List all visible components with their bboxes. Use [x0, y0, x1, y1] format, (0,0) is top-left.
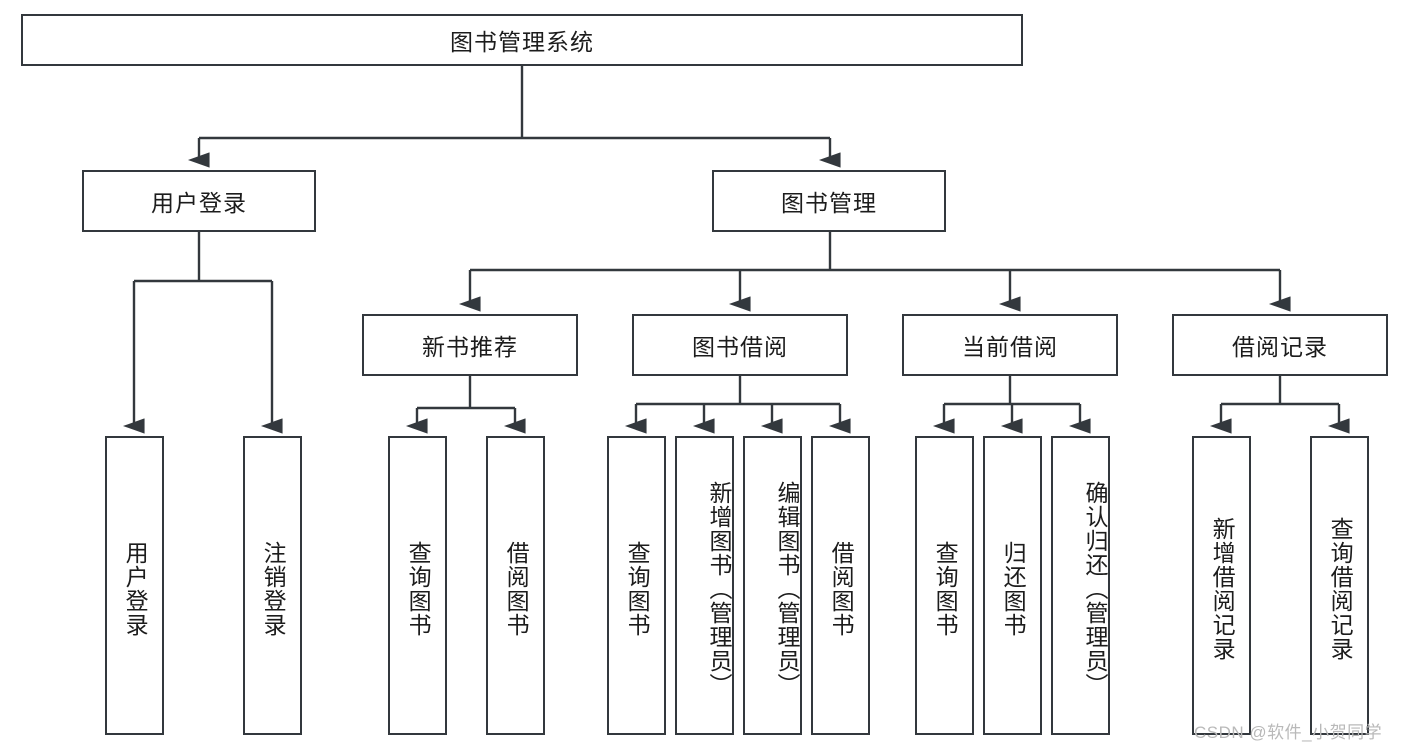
node-leaf-add-book[interactable]: 新增图书（管理员）: [675, 436, 734, 735]
node-root[interactable]: 图书管理系统: [21, 14, 1023, 66]
node-new-book-recommend-label: 新书推荐: [422, 334, 518, 360]
node-user-login[interactable]: 用户登录: [82, 170, 316, 232]
node-leaf-borrow-book[interactable]: 借阅图书: [811, 436, 870, 735]
node-leaf-query-book-borrow[interactable]: 查询图书: [607, 436, 666, 735]
node-leaf-query-book-cur-label: 查询图书: [932, 540, 959, 637]
watermark-text: CSDN @软件_小贺同学: [1194, 723, 1383, 742]
node-leaf-confirm-return[interactable]: 确认归还（管理员）: [1051, 436, 1110, 735]
node-new-book-recommend[interactable]: 新书推荐: [362, 314, 578, 376]
node-book-manage-label: 图书管理: [781, 190, 877, 216]
node-leaf-query-record[interactable]: 查询借阅记录: [1310, 436, 1369, 735]
node-leaf-user-login[interactable]: 用户登录: [105, 436, 164, 735]
node-book-borrow[interactable]: 图书借阅: [632, 314, 848, 376]
node-leaf-query-record-label: 查询借阅记录: [1327, 516, 1354, 661]
node-book-manage[interactable]: 图书管理: [712, 170, 946, 232]
node-leaf-borrow-book-rec[interactable]: 借阅图书: [486, 436, 545, 735]
node-leaf-query-book-borrow-label: 查询图书: [624, 540, 651, 637]
node-leaf-return-book[interactable]: 归还图书: [983, 436, 1042, 735]
node-leaf-add-record-label: 新增借阅记录: [1209, 516, 1236, 661]
node-leaf-confirm-return-label: 确认归还（管理员）: [1082, 480, 1108, 697]
node-leaf-add-record[interactable]: 新增借阅记录: [1192, 436, 1251, 735]
node-leaf-add-book-label: 新增图书（管理员）: [706, 480, 732, 697]
node-current-borrow-label: 当前借阅: [962, 334, 1058, 360]
node-leaf-query-book-rec[interactable]: 查询图书: [388, 436, 447, 735]
node-borrow-record-label: 借阅记录: [1232, 334, 1328, 360]
node-borrow-record[interactable]: 借阅记录: [1172, 314, 1388, 376]
node-leaf-edit-book-label: 编辑图书（管理员）: [774, 480, 800, 697]
node-root-label: 图书管理系统: [450, 29, 594, 55]
node-leaf-logout[interactable]: 注销登录: [243, 436, 302, 735]
node-leaf-logout-label: 注销登录: [260, 540, 287, 637]
node-leaf-query-book-cur[interactable]: 查询图书: [915, 436, 974, 735]
watermark: CSDN @软件_小贺同学: [1194, 718, 1382, 743]
node-leaf-edit-book[interactable]: 编辑图书（管理员）: [743, 436, 802, 735]
node-leaf-borrow-book-label: 借阅图书: [828, 540, 855, 637]
node-leaf-user-login-label: 用户登录: [122, 540, 149, 637]
node-user-login-label: 用户登录: [151, 190, 247, 216]
node-book-borrow-label: 图书借阅: [692, 334, 788, 360]
node-leaf-query-book-rec-label: 查询图书: [405, 540, 432, 637]
node-leaf-return-book-label: 归还图书: [1000, 540, 1027, 637]
node-leaf-borrow-book-rec-label: 借阅图书: [503, 540, 530, 637]
node-current-borrow[interactable]: 当前借阅: [902, 314, 1118, 376]
